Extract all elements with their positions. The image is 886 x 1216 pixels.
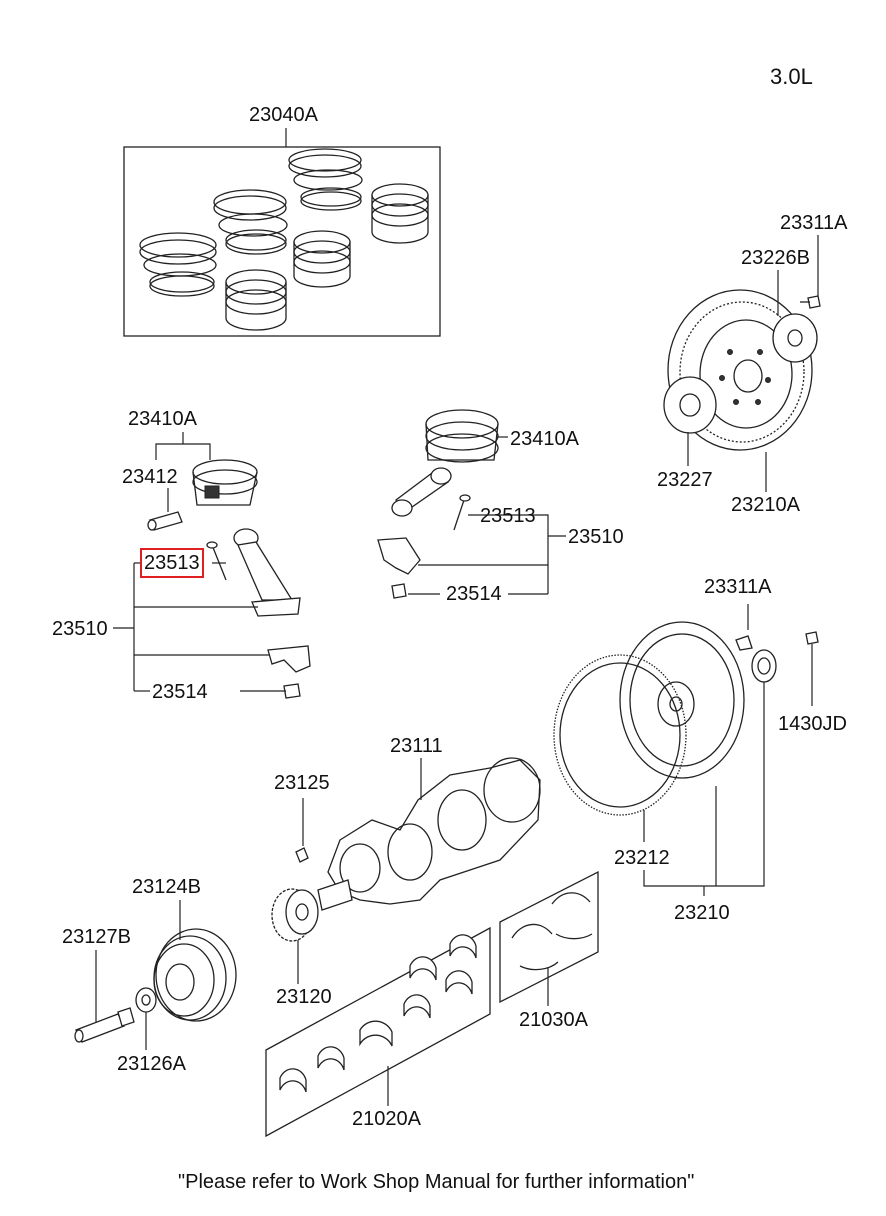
part-label-23226B[interactable]: 23226B xyxy=(741,247,810,269)
part-label-23510-right[interactable]: 23510 xyxy=(568,526,624,548)
part-label-23127B[interactable]: 23127B xyxy=(62,926,131,948)
part-label-21020A[interactable]: 21020A xyxy=(352,1108,421,1130)
thrust-bearing-box xyxy=(499,870,599,1006)
flywheel-assembly xyxy=(553,604,819,896)
piston-ring-pack xyxy=(293,230,351,288)
piston-ring-pack xyxy=(371,183,429,244)
piston-pin xyxy=(147,511,183,531)
piston xyxy=(425,409,508,463)
part-label-23111[interactable]: 23111 xyxy=(390,735,443,757)
engine-size-label: 3.0L xyxy=(770,64,813,89)
rod-cap xyxy=(377,537,421,575)
part-label-23311A-mid[interactable]: 23311A xyxy=(704,576,772,598)
damper-pulley xyxy=(153,900,237,1022)
part-label-23514-left[interactable]: 23514 xyxy=(152,681,208,703)
part-label-23410A-left[interactable]: 23410A xyxy=(128,408,197,430)
crank-key xyxy=(295,798,309,863)
right-piston-rod-group xyxy=(377,409,566,599)
pulley-washer xyxy=(135,987,157,1050)
rod-bolt xyxy=(206,541,227,581)
connecting-rod xyxy=(233,528,301,617)
pulley-bolt xyxy=(74,950,135,1043)
part-label-23410A-right[interactable]: 23410A xyxy=(510,428,579,450)
crankshaft xyxy=(317,757,541,911)
drive-plate-assembly xyxy=(663,235,821,492)
part-label-21030A[interactable]: 21030A xyxy=(519,1009,588,1031)
piston-ring-stack xyxy=(139,232,217,297)
part-label-23040A[interactable]: 23040A xyxy=(249,104,318,126)
part-label-23126A[interactable]: 23126A xyxy=(117,1053,186,1075)
rod-cap xyxy=(267,645,311,673)
part-label-23311A-top[interactable]: 23311A xyxy=(780,212,848,234)
rod-bolt xyxy=(453,494,471,531)
left-piston-rod-group xyxy=(113,432,311,699)
part-label-23120[interactable]: 23120 xyxy=(276,986,332,1008)
rod-nut xyxy=(391,583,407,599)
piston-ring-pack xyxy=(225,269,287,331)
main-bearing-box xyxy=(265,926,491,1138)
part-label-23412[interactable]: 23412 xyxy=(122,466,178,488)
part-label-23212[interactable]: 23212 xyxy=(614,847,670,869)
part-label-23124B[interactable]: 23124B xyxy=(132,876,201,898)
piston-ring-stack xyxy=(288,148,363,211)
part-label-23210[interactable]: 23210 xyxy=(674,902,730,924)
crank-sprocket xyxy=(271,888,319,984)
footer-note: "Please refer to Work Shop Manual for fu… xyxy=(178,1171,695,1193)
part-label-23125[interactable]: 23125 xyxy=(274,772,330,794)
piston-ring-stack xyxy=(213,189,288,255)
piston xyxy=(192,459,258,506)
part-label-23513-left-highlighted[interactable]: 23513 xyxy=(140,548,204,578)
rod-nut xyxy=(283,683,301,699)
part-label-1430JD[interactable]: 1430JD xyxy=(778,713,847,735)
part-label-23510-left[interactable]: 23510 xyxy=(52,618,108,640)
piston-ring-set-box xyxy=(123,128,441,337)
part-label-23514-right[interactable]: 23514 xyxy=(446,583,502,605)
connecting-rod xyxy=(391,467,452,517)
part-label-23513-right[interactable]: 23513 xyxy=(480,505,536,527)
part-label-23227[interactable]: 23227 xyxy=(657,469,713,491)
part-label-23210A[interactable]: 23210A xyxy=(731,494,800,516)
